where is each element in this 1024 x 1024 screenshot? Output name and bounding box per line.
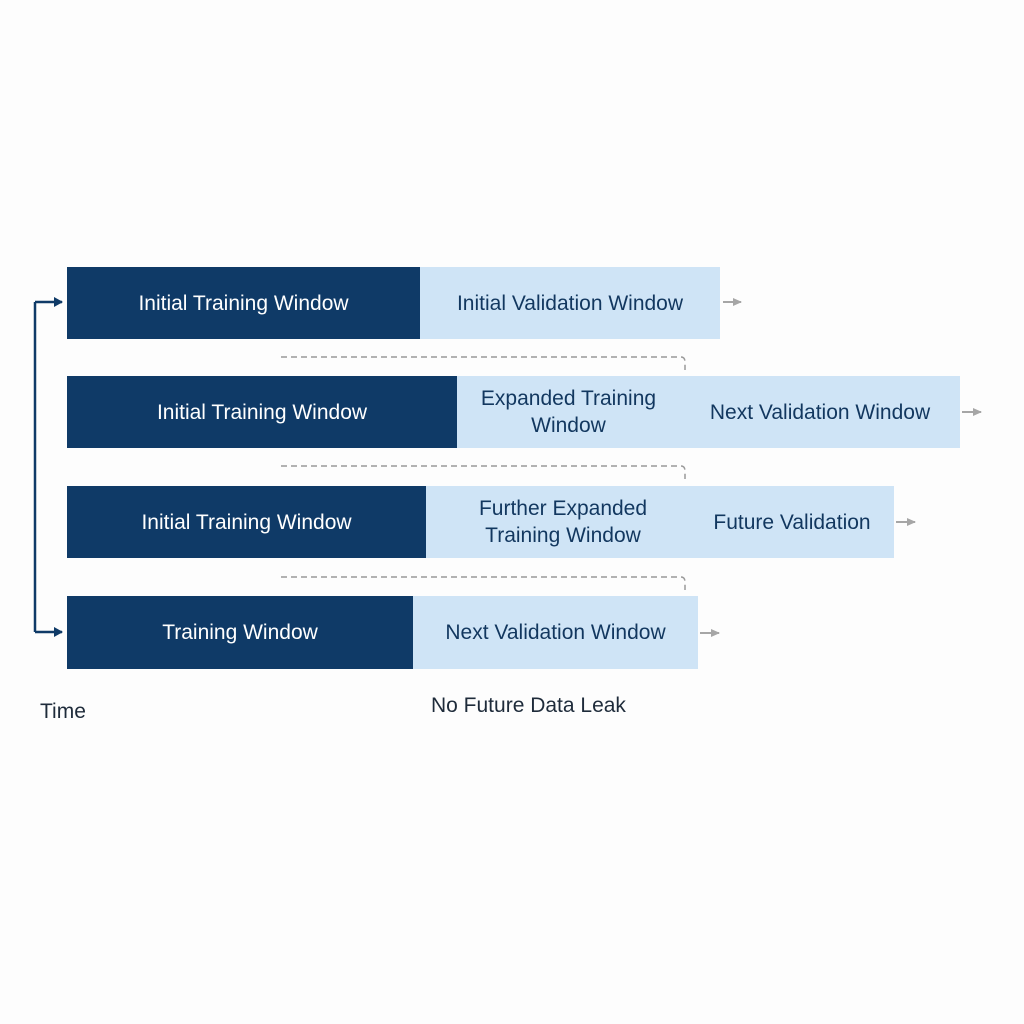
training-window-segment: Initial Training Window — [67, 267, 420, 339]
no-future-data-leak-label: No Future Data Leak — [431, 694, 626, 717]
time-label: Time — [40, 700, 86, 723]
dashed-separator — [281, 356, 686, 370]
training-window-segment: Training Window — [67, 596, 413, 669]
validation-window-segment: Next Validation Window — [680, 376, 960, 448]
validation-window-segment: Next Validation Window — [413, 596, 698, 669]
training-window-segment: Initial Training Window — [67, 376, 457, 448]
training-window-segment: Initial Training Window — [67, 486, 426, 558]
validation-window-segment: Initial Validation Window — [420, 267, 720, 339]
dashed-separator — [281, 465, 686, 479]
dashed-separator — [281, 576, 686, 590]
bracket-arrow-icon — [33, 297, 63, 637]
future-validation-segment: Future Validation — [690, 486, 894, 558]
further-expanded-training-window-segment: Further Expanded Training Window — [426, 486, 700, 558]
expanded-training-window-segment: Expanded Training Window — [457, 376, 680, 448]
